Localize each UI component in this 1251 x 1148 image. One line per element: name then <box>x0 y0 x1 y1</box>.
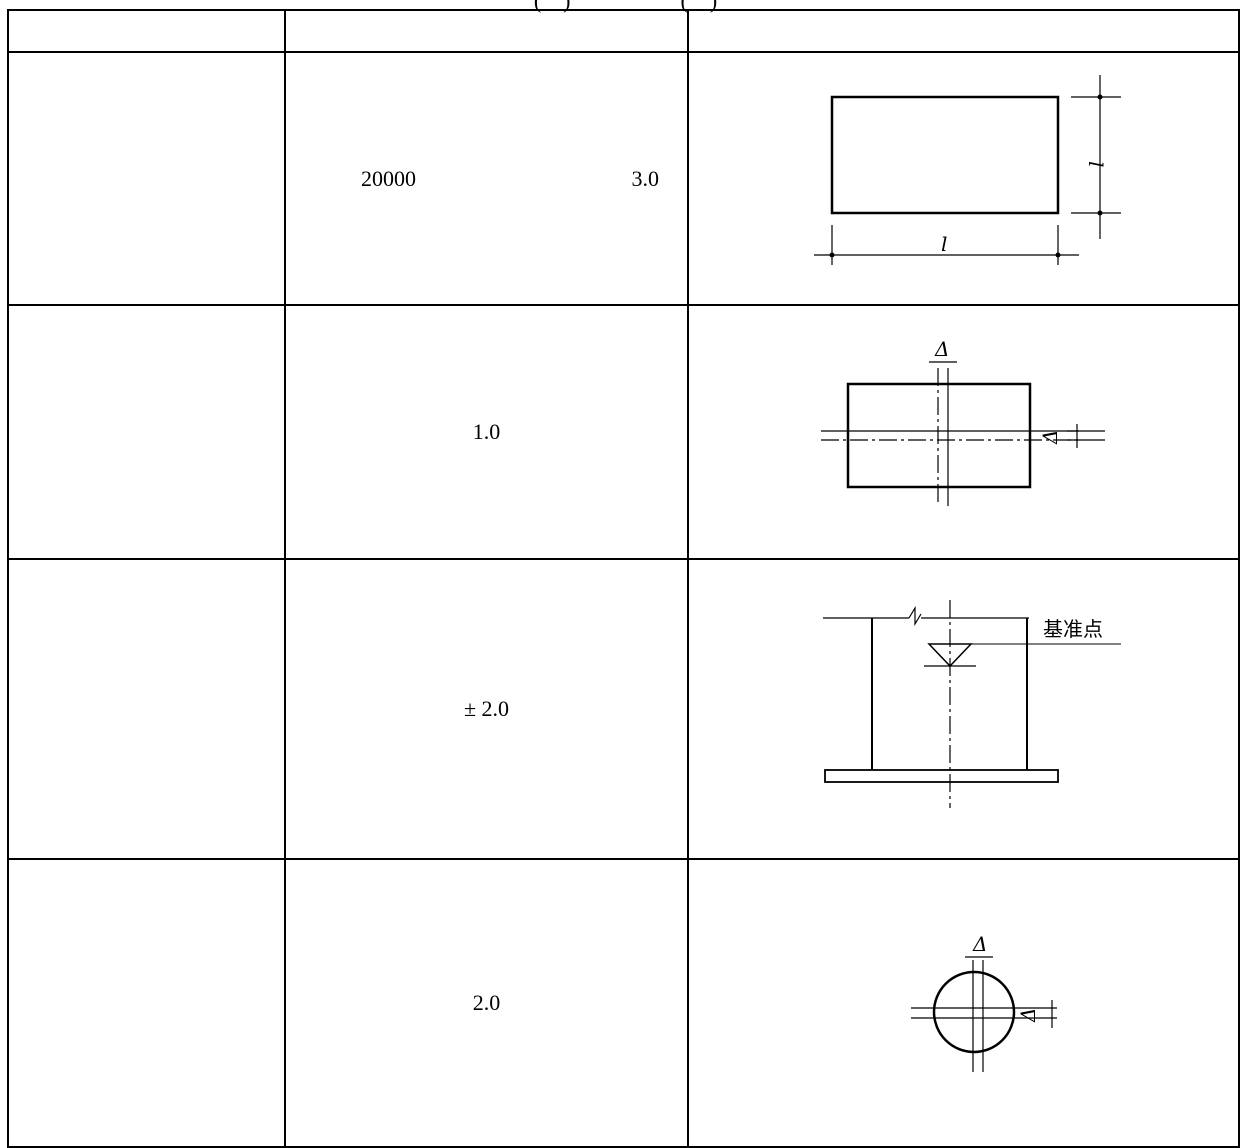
table-row: 2.0 Δ Δ <box>7 858 1240 1148</box>
tolerance-value: 3.0 <box>631 165 660 191</box>
header-cell-1 <box>7 9 286 53</box>
circular-offset-diagram: Δ Δ <box>911 932 1057 1072</box>
axis-offset-diagram: Δ Δ <box>821 337 1105 506</box>
table-row: 20000 3.0 l <box>7 51 1240 306</box>
tolerance-value-cell: 1.0 <box>284 304 689 560</box>
length-value: 20000 <box>361 165 416 191</box>
horizontal-dimension-label: l <box>941 232 947 256</box>
table-header-row <box>7 9 1240 53</box>
table-row: ± 2.0 <box>7 558 1240 860</box>
row-label-cell <box>7 304 286 560</box>
tolerance-table: 20000 3.0 l <box>7 9 1240 1148</box>
header-cell-2 <box>284 9 689 53</box>
reference-point-label: 基准点 <box>1043 617 1103 641</box>
tolerance-value-cell: ± 2.0 <box>284 558 689 860</box>
figure-cell: 基准点 <box>687 558 1240 860</box>
table-caption: ( ) ( ) <box>533 0 718 13</box>
header-cell-3 <box>687 9 1240 53</box>
elevation-reference-diagram: 基准点 <box>823 600 1121 808</box>
figure-cell: Δ Δ <box>687 858 1240 1148</box>
delta-top-label: Δ <box>934 337 949 361</box>
rectangle-dimension-diagram: l l <box>814 75 1121 265</box>
row-label-cell <box>7 51 286 306</box>
row-label-cell <box>7 558 286 860</box>
vertical-dimension-label: l <box>1084 161 1108 167</box>
delta-top-label: Δ <box>972 932 987 956</box>
delta-right-label: Δ <box>1038 430 1062 445</box>
figure-cell: Δ Δ <box>687 304 1240 560</box>
table-row: 1.0 Δ Δ <box>7 304 1240 560</box>
row-label-cell <box>7 858 286 1148</box>
delta-right-label: Δ <box>1016 1008 1040 1023</box>
tolerance-value-cell: 20000 3.0 <box>284 51 689 306</box>
figure-cell: l l <box>687 51 1240 306</box>
tolerance-value-cell: 2.0 <box>284 858 689 1148</box>
